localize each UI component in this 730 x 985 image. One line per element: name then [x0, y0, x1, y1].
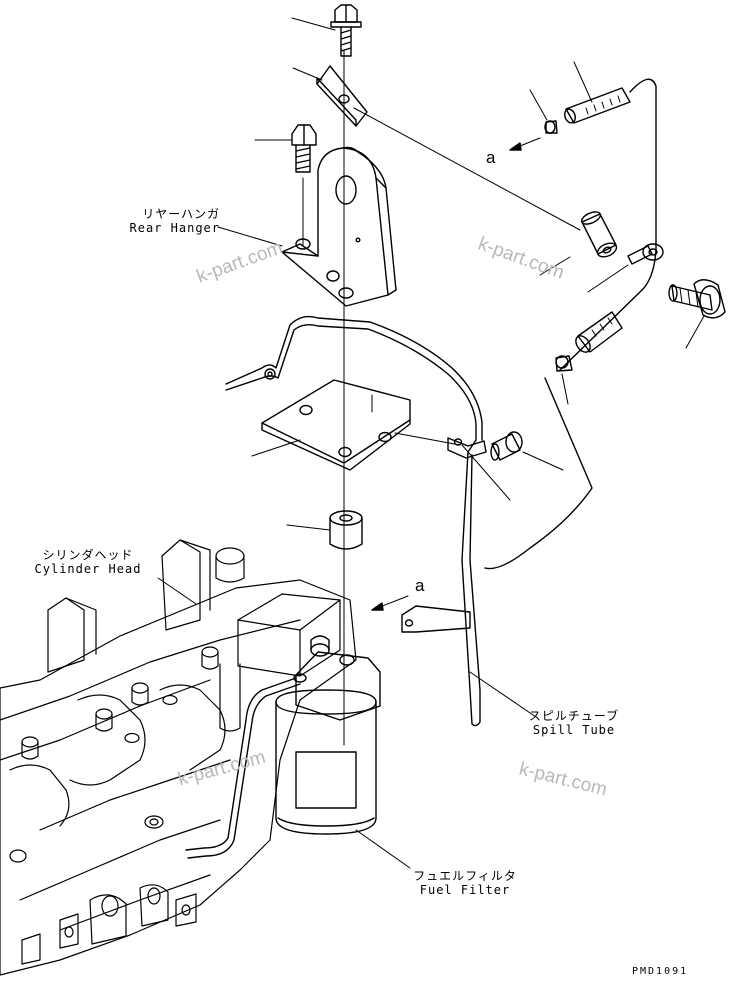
leader-pipe-clamp [587, 264, 629, 293]
leader-cylinder-head [157, 577, 197, 605]
rear-hanger-label-en: Rear Hanger [129, 221, 220, 235]
tie-line [353, 107, 581, 231]
cylinder-head-label-en: Cylinder Head [34, 562, 142, 576]
spacer-right [580, 211, 618, 258]
leader-upper-plate [292, 67, 323, 81]
spill-tube-label-jp: スピルチューブ [528, 709, 620, 723]
side-bolt [291, 124, 317, 173]
leader-banjo-bolt [522, 451, 564, 471]
rear-hanger-bracket [281, 146, 397, 307]
fuel-filter-label-en: Fuel Filter [419, 883, 511, 897]
spill-tube [225, 315, 483, 727]
leader-flange-bolt [685, 315, 705, 349]
fuel-filter-head [293, 635, 381, 721]
lower-hose [575, 311, 623, 353]
leader-spacer-right [539, 256, 571, 276]
fuel-filter-label: フュエルフィルタ Fuel Filter [406, 869, 524, 897]
tube-bracket [447, 437, 487, 459]
cylinder-head-label: シリンダヘッド Cylinder Head [18, 548, 158, 576]
spill-tube-label-en: Spill Tube [532, 723, 616, 737]
leader-upper-hose [573, 61, 593, 103]
rear-hanger-label: リヤーハンガ Rear Hanger [120, 207, 220, 235]
cylinder-head-label-jp: シリンダヘッド [42, 548, 134, 562]
spill-bracket-lower [401, 605, 471, 633]
rear-hanger-label-jp: リヤーハンガ [142, 207, 220, 221]
leader-hose-clip-upper [529, 89, 548, 121]
leader-tube-bracket [461, 444, 511, 501]
leader-hose-clip-lower [561, 373, 569, 405]
ref-mark-a-lower: a [415, 576, 425, 595]
leader-fuel-filter [355, 829, 411, 869]
flange-bolt-right [668, 279, 726, 319]
fuel-filter-body [275, 689, 377, 835]
leader-top-bolt [291, 17, 336, 31]
spill-tube-label: スピルチューブ Spill Tube [524, 709, 624, 737]
upper-plate [316, 65, 368, 127]
cylinder-head-block [0, 539, 357, 976]
leader-spill-tube [469, 671, 537, 718]
lower-plate-link [394, 432, 461, 446]
spacer-collar [329, 510, 363, 550]
hose-clip-upper [544, 120, 558, 134]
banjo-bolt [490, 431, 523, 461]
spill-tube-curve [484, 377, 593, 570]
drawing-code: PMD1091 [632, 966, 689, 977]
fuel-pipe [185, 677, 297, 851]
pipe-clamp [627, 243, 664, 265]
hose-clip-lower [555, 355, 573, 372]
leader-lower-plate [251, 439, 301, 457]
top-bolt [330, 4, 362, 57]
upper-hose [564, 87, 631, 124]
lower-plate [261, 379, 411, 471]
leader-spacer-collar [286, 524, 331, 531]
leader-rear-hanger [217, 226, 283, 247]
fuel-filter-label-jp: フュエルフィルタ [413, 869, 517, 883]
ref-mark-a-upper: a [486, 148, 496, 167]
